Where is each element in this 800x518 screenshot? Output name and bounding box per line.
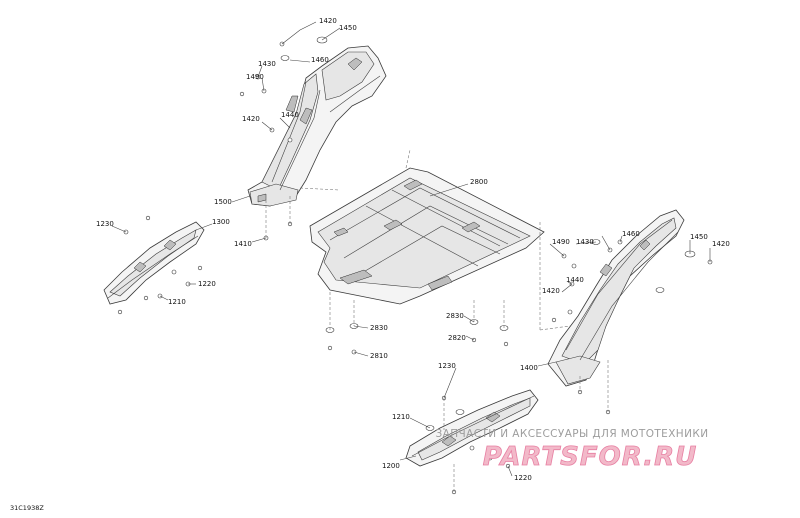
callout-2800: 2800	[470, 178, 488, 186]
callout-1450: 1450	[690, 233, 708, 241]
floor-pan-2800	[309, 149, 545, 305]
callout-1420: 1420	[712, 240, 730, 248]
callout-1410: 1410	[234, 240, 252, 248]
callout-1500: 1500	[214, 198, 232, 206]
left-upper-frame-1500	[247, 45, 387, 207]
callout-2830: 2830	[370, 324, 388, 332]
callout-1400: 1400	[520, 364, 538, 372]
callout-1210: 1210	[168, 298, 186, 306]
leader-lines	[111, 21, 711, 477]
callout-1420: 1420	[319, 17, 337, 25]
callout-1490: 1490	[552, 238, 570, 246]
callout-1210: 1210	[392, 413, 410, 421]
right-sill-1200	[405, 389, 539, 467]
callout-1220: 1220	[198, 280, 216, 288]
callout-1230: 1230	[96, 220, 114, 228]
callout-1220: 1220	[514, 474, 532, 482]
callout-1490: 1490	[246, 73, 264, 81]
callout-1300: 1300	[212, 218, 230, 226]
callout-1420: 1420	[242, 115, 260, 123]
callout-2810: 2810	[370, 352, 388, 360]
callout-1440: 1440	[566, 276, 584, 284]
callout-1230: 1230	[438, 362, 456, 370]
figure-id: 31C1938Z	[10, 504, 44, 512]
callout-1460: 1460	[311, 56, 329, 64]
callout-1430: 1430	[258, 60, 276, 68]
hardware-items	[117, 36, 713, 495]
callout-1460: 1460	[622, 230, 640, 238]
callout-1200: 1200	[382, 462, 400, 470]
callout-1430: 1430	[576, 238, 594, 246]
watermark: ЗАПЧАСТИ И АКСЕССУАРЫ ДЛЯ МОТОТЕХНИКИ PA…	[436, 428, 709, 472]
callout-1450: 1450	[339, 24, 357, 32]
left-sill-1300	[103, 221, 205, 305]
right-frame-1400	[547, 209, 685, 387]
callout-1420: 1420	[542, 287, 560, 295]
watermark-logo: PARTSFOR.RU	[483, 442, 697, 472]
callout-2820: 2820	[448, 334, 466, 342]
callout-labels: 1420 1450 1460 1430 1490 1420 1440 1500 …	[96, 17, 730, 482]
callout-1440: 1440	[281, 111, 299, 119]
watermark-caption: ЗАПЧАСТИ И АКСЕССУАРЫ ДЛЯ МОТОТЕХНИКИ	[436, 428, 709, 440]
alignment-lines	[265, 187, 609, 492]
callout-2830: 2830	[446, 312, 464, 320]
